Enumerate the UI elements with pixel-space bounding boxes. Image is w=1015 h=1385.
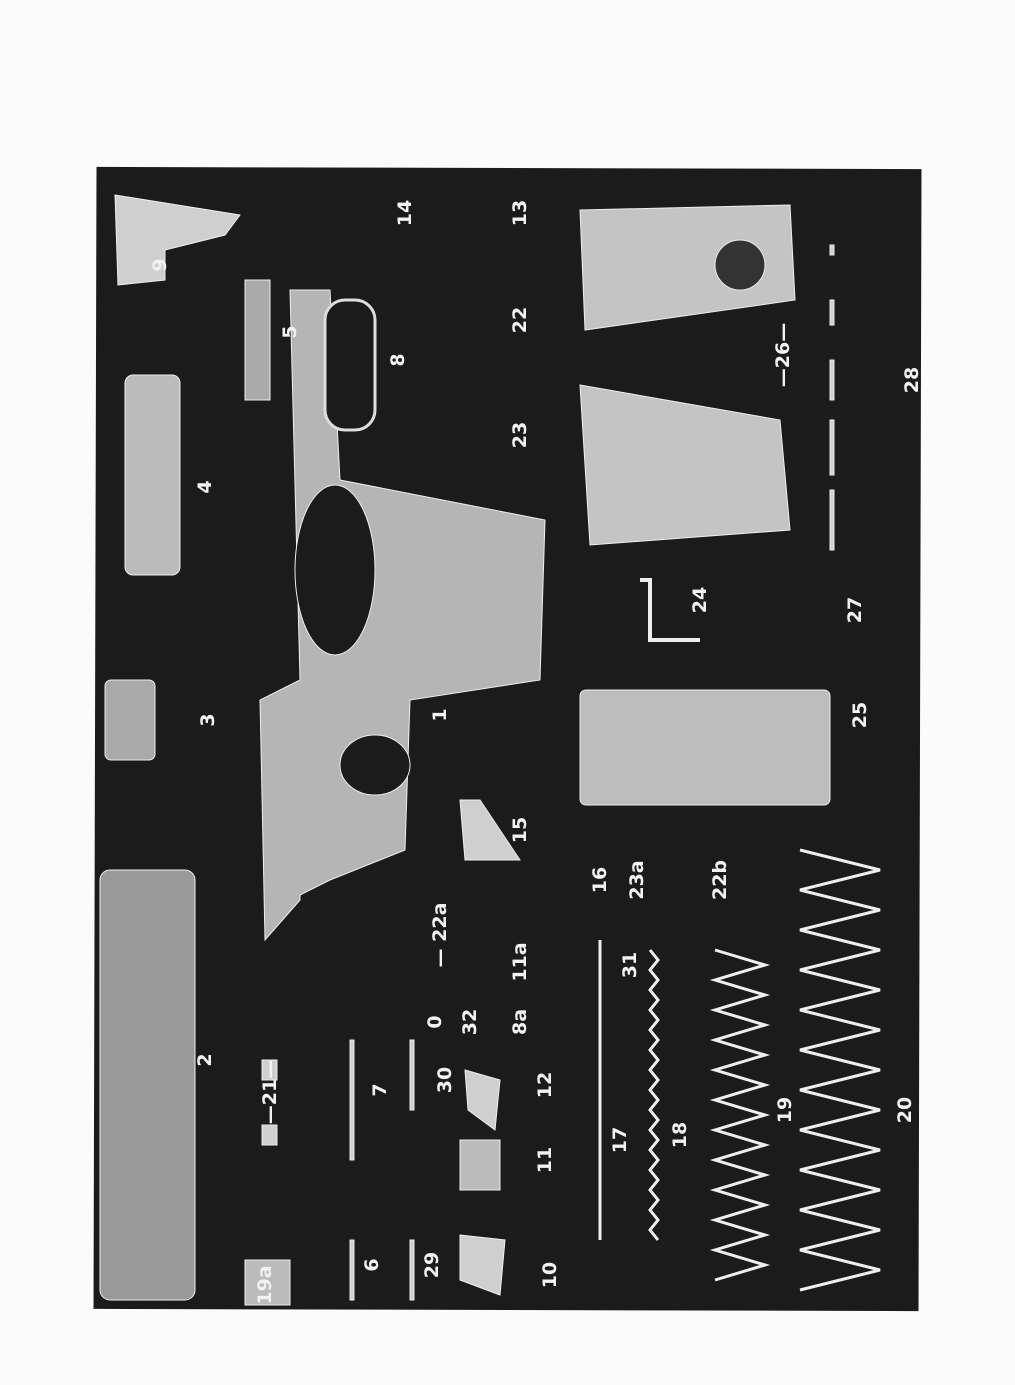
trigger-guard-opening: [339, 734, 411, 796]
part-19a: [244, 1259, 291, 1306]
grip-medallion: [714, 239, 766, 291]
label-11: 11: [534, 1146, 556, 1174]
label-7: 7: [369, 1083, 391, 1097]
part-28-pins: [829, 244, 835, 551]
part-2-slide: [99, 869, 196, 1301]
label-17: 17: [609, 1126, 631, 1154]
part-1-frame: [259, 289, 546, 942]
label-18: 18: [669, 1121, 691, 1149]
part-25-magazine: [579, 689, 831, 806]
frame-grip-opening: [294, 484, 376, 656]
part-4-recoil-guide: [124, 374, 181, 576]
part-5: [244, 279, 271, 401]
part-10: [459, 1234, 506, 1296]
label-9: 9: [149, 258, 171, 272]
part-12: [464, 1069, 501, 1131]
label-23a: 23a: [626, 860, 648, 900]
label-1: 1: [429, 708, 451, 722]
label-10: 10: [539, 1261, 561, 1289]
label-22a: — 22a: [429, 902, 451, 968]
part-26-grip-right: [579, 204, 796, 331]
label-31: 31: [619, 951, 641, 979]
label-16: 16: [589, 866, 611, 894]
part-24-pin: [640, 578, 700, 642]
label-32: 32: [459, 1008, 481, 1036]
part-20-spring: [799, 848, 881, 1292]
label-21: —21—: [259, 1059, 281, 1125]
label-29: 29: [421, 1251, 443, 1279]
label-0: 0: [424, 1015, 446, 1029]
label-30: 30: [434, 1066, 456, 1094]
part-21a: [261, 1059, 278, 1081]
part-29: [409, 1239, 415, 1301]
label-26: —26—: [772, 322, 794, 388]
label-27: 27: [844, 596, 866, 624]
label-8: 8: [387, 353, 409, 367]
part-19-spring: [709, 948, 771, 1282]
label-24: 24: [689, 586, 711, 614]
part-21b: [261, 1124, 278, 1146]
part-11: [459, 1139, 501, 1191]
label-14: 14: [394, 199, 416, 227]
part-9-sear-plate: [114, 194, 241, 286]
part-7: [349, 1039, 355, 1161]
label-19a: 19a: [254, 1265, 276, 1305]
part-18-spring: [648, 949, 660, 1241]
part-6: [349, 1239, 355, 1301]
label-19: 19: [774, 1096, 796, 1124]
part-3-nut: [104, 679, 156, 761]
label-2: 2: [194, 1053, 216, 1067]
label-3: 3: [197, 713, 219, 727]
label-22b: 22b: [709, 859, 731, 901]
label-8a: 8a: [509, 1008, 531, 1036]
label-5: 5: [279, 325, 301, 339]
label-12: 12: [534, 1071, 556, 1099]
label-15: 15: [509, 816, 531, 844]
part-26-grip-left: [579, 384, 791, 546]
label-25: 25: [849, 701, 871, 729]
label-11a: 11a: [509, 942, 531, 982]
label-6: 6: [361, 1258, 383, 1272]
label-28: 28: [901, 366, 923, 394]
part-8-magazine-follower: [323, 298, 377, 432]
label-20: 20: [894, 1096, 916, 1124]
label-13: 13: [509, 199, 531, 227]
label-23: 23: [509, 421, 531, 449]
part-30: [409, 1039, 415, 1111]
label-4: 4: [194, 480, 216, 494]
part-15: [459, 799, 521, 861]
label-22: 22: [509, 306, 531, 334]
